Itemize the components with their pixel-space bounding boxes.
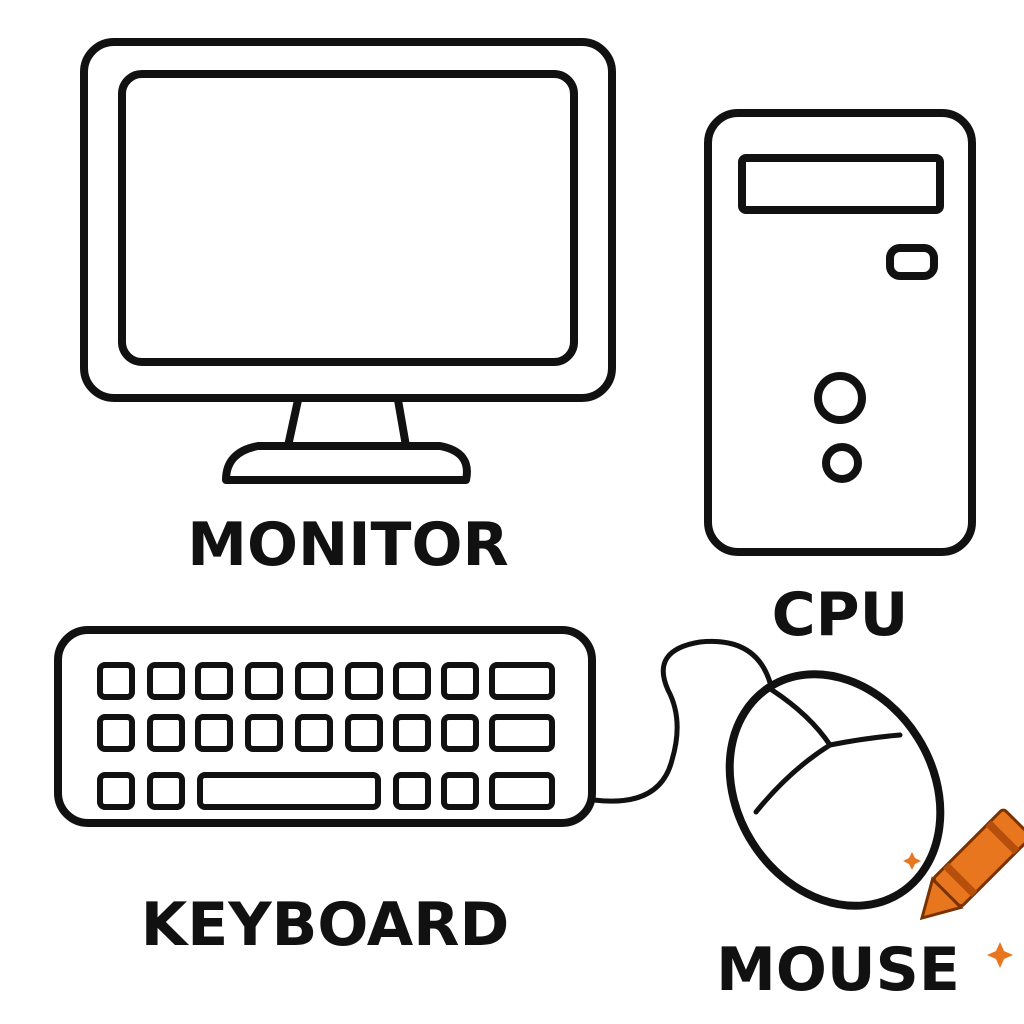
keyboard-label: KEYBOARD xyxy=(141,890,510,960)
sparkle-icon xyxy=(987,942,1013,968)
keyboard-key xyxy=(195,662,233,700)
crayon-logo xyxy=(919,808,1024,921)
keyboard-body xyxy=(54,626,596,827)
reset-button xyxy=(822,443,862,483)
keyboard-key xyxy=(245,714,283,752)
monitor-drawing xyxy=(80,38,616,484)
keyboard-key xyxy=(147,662,185,700)
keyboard-key xyxy=(97,662,135,700)
keyboard-key xyxy=(393,714,431,752)
keyboard-key xyxy=(197,772,381,810)
keyboard-drawing xyxy=(54,626,596,827)
keyboard-key xyxy=(489,772,555,810)
keyboard-key xyxy=(393,772,431,810)
mouse-buttons xyxy=(753,687,903,815)
keyboard-key xyxy=(345,662,383,700)
keyboard-key xyxy=(393,662,431,700)
keyboard-key xyxy=(147,772,185,810)
keyboard-key xyxy=(245,662,283,700)
mouse-drawing xyxy=(725,670,945,910)
monitor-frame xyxy=(80,38,616,402)
cpu-label: CPU xyxy=(772,580,909,650)
keyboard-key xyxy=(345,714,383,752)
keyboard-key xyxy=(97,772,135,810)
cpu-small-button xyxy=(886,244,938,280)
drive-slot xyxy=(738,154,944,214)
keyboard-key xyxy=(441,662,479,700)
keyboard-key xyxy=(441,714,479,752)
monitor-base xyxy=(222,442,471,484)
monitor-screen xyxy=(118,70,578,366)
keyboard-key xyxy=(295,662,333,700)
cpu-tower-drawing xyxy=(704,109,976,556)
monitor-neck xyxy=(284,396,410,450)
monitor-label: MONITOR xyxy=(187,510,508,580)
keyboard-key xyxy=(489,662,555,700)
keyboard-key xyxy=(195,714,233,752)
keyboard-key xyxy=(97,714,135,752)
keyboard-key xyxy=(489,714,555,752)
mouse-cable xyxy=(591,638,775,804)
power-button xyxy=(814,372,866,424)
keyboard-key xyxy=(295,714,333,752)
keyboard-key xyxy=(441,772,479,810)
mouse-label: MOUSE xyxy=(716,935,960,1005)
crayon-icon xyxy=(919,808,1024,921)
cpu-case xyxy=(704,109,976,556)
keyboard-key xyxy=(147,714,185,752)
mouse-body xyxy=(725,670,945,910)
sparkle-icon xyxy=(903,852,921,870)
